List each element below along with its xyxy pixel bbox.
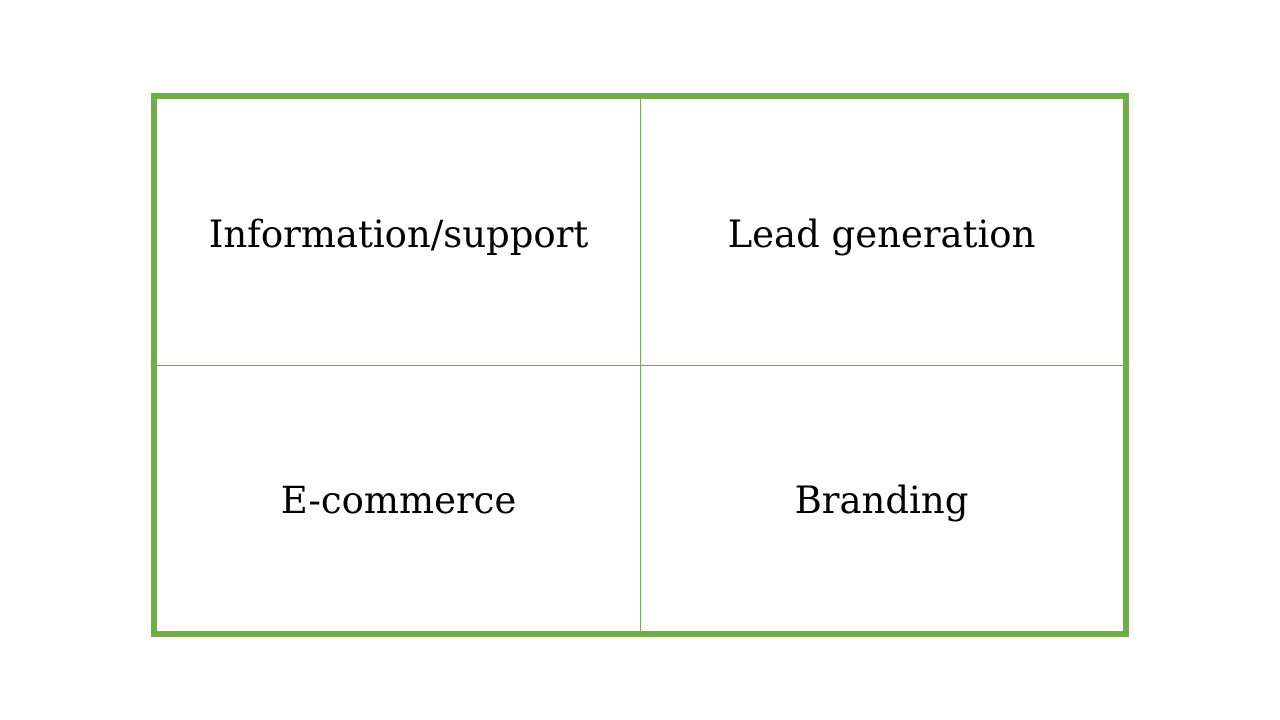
horizontal-divider: [157, 365, 1123, 366]
cell-label: Branding: [794, 478, 969, 522]
cell-label: Lead generation: [727, 212, 1036, 256]
cell-label: E-commerce: [280, 478, 517, 522]
cell-label: Information/support: [208, 212, 589, 256]
cell-branding: Branding: [640, 365, 1123, 631]
cell-information-support: Information/support: [157, 99, 640, 365]
cell-lead-generation: Lead generation: [640, 99, 1123, 365]
quadrant-grid: Information/support Lead generation E-co…: [151, 93, 1129, 637]
cell-e-commerce: E-commerce: [157, 365, 640, 631]
